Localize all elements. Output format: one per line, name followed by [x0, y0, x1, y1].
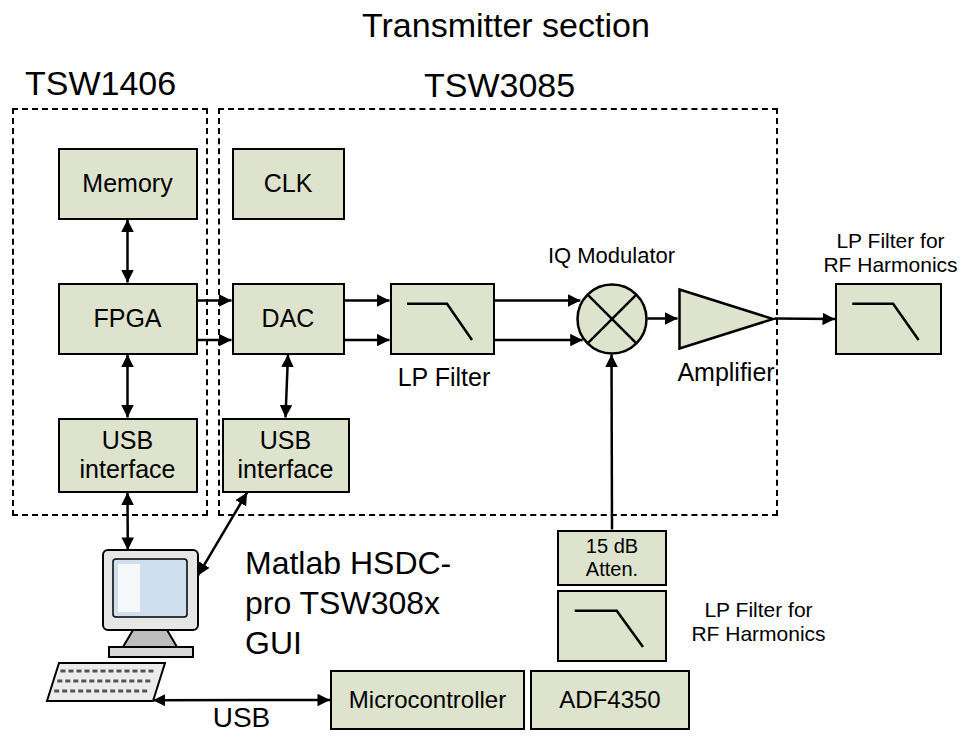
box-label: USB interface [230, 426, 342, 484]
signal-arrow [345, 339, 390, 342]
signal-arrow [198, 493, 247, 576]
box-label: FPGA [93, 304, 161, 333]
edge-label: USB [210, 704, 274, 732]
box-label: CLK [264, 169, 313, 198]
amplifier-symbol [679, 289, 773, 348]
node-caption: LP Filter for RF Harmonics [821, 229, 960, 277]
signal-arrow [126, 493, 129, 550]
node-caption: LP Filter [372, 363, 517, 392]
screen-shine [118, 564, 140, 612]
process-box: USB interface [222, 418, 350, 493]
filter-block-outline [392, 285, 497, 357]
node-caption: TSW1406 [25, 64, 176, 103]
diagram-title: Transmitter section [362, 6, 650, 45]
signal-arrow [610, 355, 613, 530]
signal-arrow [153, 699, 330, 702]
process-box: Microcontroller [330, 670, 525, 730]
computer-icon-outline [45, 545, 225, 705]
board-boundary: MemoryFPGAUSB interfaceTSW1406 [12, 108, 208, 516]
keyboard [47, 663, 165, 701]
filter-block-outline [837, 285, 944, 357]
node-caption: TSW3085 [420, 66, 579, 105]
monitor-stand [123, 630, 177, 647]
mixer-cross [587, 294, 636, 343]
process-box: DAC [232, 283, 345, 355]
process-box: Memory [58, 148, 198, 220]
lowpass-symbol [407, 303, 472, 339]
monitor-screen [113, 559, 187, 617]
process-box: ADF4350 [530, 670, 690, 730]
modulator-circle: IQ Modulator [576, 283, 648, 355]
signal-arrow [126, 355, 129, 418]
signal-arrow [198, 339, 232, 342]
signal-arrow [775, 317, 836, 320]
keyboard-keys [54, 690, 148, 693]
process-box: USB interface [58, 418, 198, 493]
signal-arrow [495, 339, 583, 342]
node-caption: Amplifier [668, 358, 785, 387]
monitor-case [103, 550, 198, 630]
computer-icon: Matlab HSDC-pro TSW308x GUI [45, 545, 225, 705]
keyboard-keys [60, 670, 154, 673]
computer-base [109, 647, 193, 657]
process-box: 15 dB Atten. [557, 530, 667, 586]
box-label: USB interface [72, 426, 184, 484]
filter-block: LP Filter [390, 283, 495, 355]
signal-arrow [126, 220, 129, 283]
box-label: DAC [262, 304, 315, 333]
node-caption: LP Filter for RF Harmonics [689, 598, 828, 646]
mixer-circle [577, 284, 646, 353]
process-box: CLK [232, 148, 345, 220]
node-caption: Matlab HSDC-pro TSW308x GUI [245, 543, 473, 663]
filter-block: LP Filter for RF Harmonics [557, 590, 667, 662]
signal-arrow [495, 299, 581, 302]
signal-arrow [648, 317, 678, 320]
signal-arrow [345, 299, 390, 302]
signal-arrow [286, 355, 289, 418]
modulator-circle-outline [576, 283, 648, 355]
lowpass-symbol [852, 304, 918, 340]
box-label: 15 dB Atten. [570, 535, 654, 581]
lowpass-symbol [575, 611, 643, 647]
amplifier-triangle: Amplifier [678, 288, 775, 350]
box-label: Microcontroller [349, 686, 506, 714]
box-label: Memory [82, 169, 172, 198]
filter-block-outline [559, 592, 669, 664]
keyboard-keys [57, 680, 151, 683]
process-box: FPGA [58, 283, 198, 355]
signal-arrow [198, 299, 232, 302]
amplifier-triangle-outline [678, 288, 775, 350]
board-boundary: CLK DAC USB interface LP Filter IQ Modulator… [218, 108, 778, 516]
box-label: ADF4350 [559, 686, 660, 714]
filter-block: LP Filter for RF Harmonics [835, 283, 942, 355]
node-caption: IQ Modulator [532, 243, 692, 268]
